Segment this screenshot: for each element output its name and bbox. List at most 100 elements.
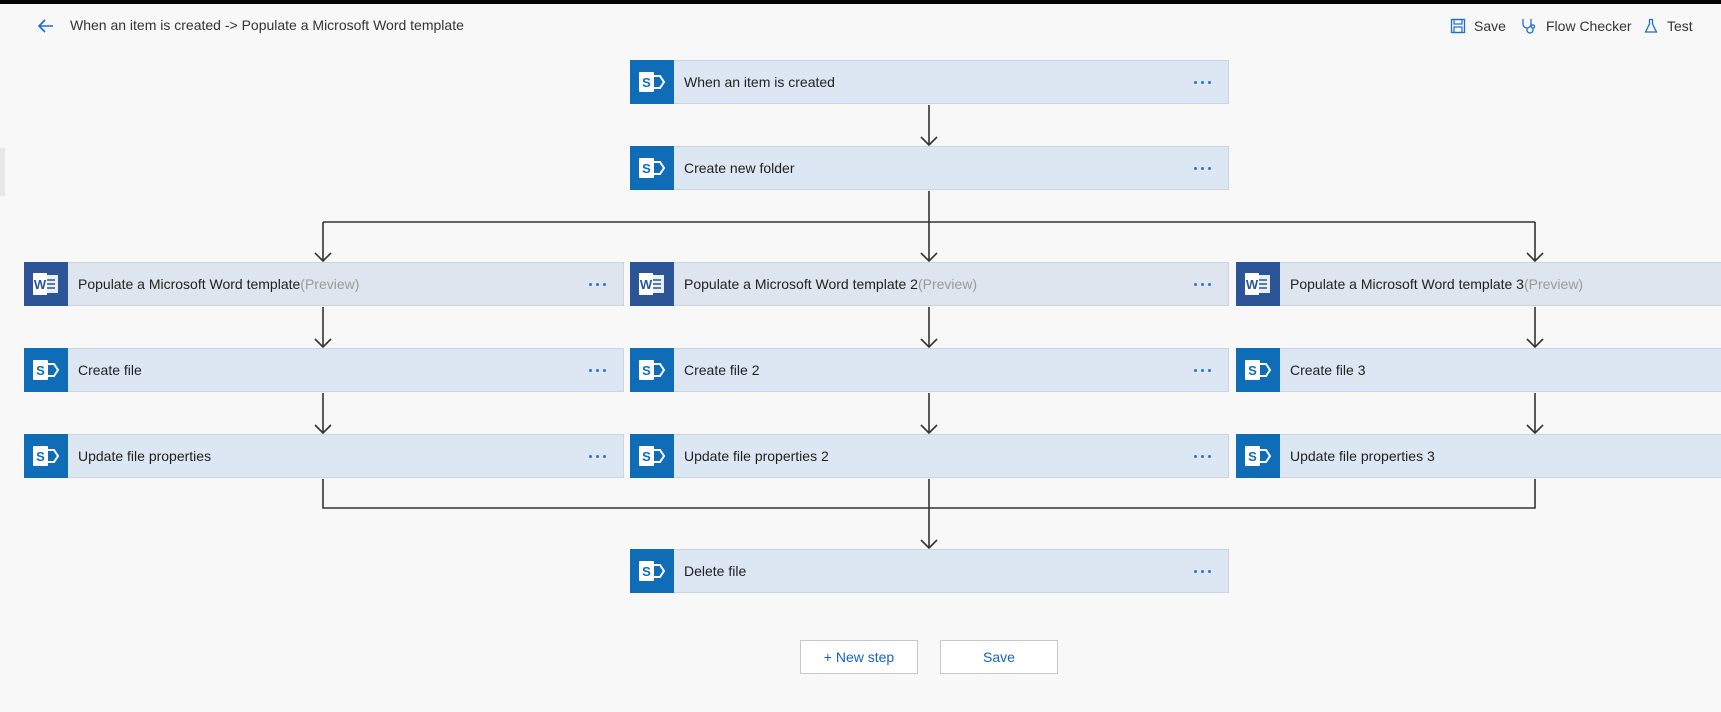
more-options-icon [1193,569,1211,573]
save-icon [1450,18,1466,34]
step-label: Delete file [684,563,747,579]
sharepoint-icon: S [24,347,68,392]
sharepoint-icon: S [630,433,674,478]
preview-tag: (Preview) [300,276,360,292]
flask-icon [1644,18,1658,33]
save-button[interactable]: Save [940,640,1058,674]
more-options-icon [1193,368,1211,372]
more-options-icon [1193,282,1211,286]
flow-title: When an item is created -> Populate a Mi… [70,17,464,33]
svg-text:S: S [642,161,651,176]
svg-text:W: W [640,277,653,292]
save-header-button[interactable]: Save [1450,16,1506,36]
step-update-file-properties-3[interactable]: S Update file properties 3 [1236,433,1721,478]
step-trigger[interactable]: S When an item is created [630,59,1229,104]
sharepoint-icon: S [1236,347,1280,392]
stethoscope-icon [1522,19,1536,34]
svg-text:W: W [1246,277,1259,292]
step-label: Populate a Microsoft Word template(Previ… [78,276,577,292]
arrow-b1-create [314,338,332,349]
new-step-button[interactable]: + New step [800,640,918,674]
arrow-to-delete [920,539,938,550]
arrow-to-branch-3 [1526,252,1544,263]
more-options-icon [1193,454,1211,458]
arrow-b3-update [1526,424,1544,435]
save-header-label: Save [1474,18,1506,34]
arrow-b2-create [920,338,938,349]
flow-header: When an item is created -> Populate a Mi… [0,4,1721,46]
step-create-file-3[interactable]: S Create file 3 [1236,347,1721,392]
step-create-new-folder[interactable]: S Create new folder [630,145,1229,190]
arrow-b3-create [1526,338,1544,349]
sharepoint-icon: S [24,433,68,478]
svg-text:S: S [642,75,651,90]
svg-text:W: W [34,277,47,292]
more-options-icon [588,454,606,458]
step-populate-word-template-2[interactable]: W Populate a Microsoft Word template 2(P… [630,261,1229,306]
back-arrow-icon[interactable] [36,16,56,36]
step-menu-button[interactable] [577,355,617,385]
svg-text:S: S [36,449,45,464]
step-create-file-2[interactable]: S Create file 2 [630,347,1229,392]
step-title: Populate a Microsoft Word template 3 [1290,276,1524,292]
step-menu-button[interactable] [577,269,617,299]
step-menu-button[interactable] [1182,153,1222,183]
step-update-file-properties-1[interactable]: S Update file properties [24,433,624,478]
preview-tag: (Preview) [917,276,978,292]
flow-checker-button[interactable]: Flow Checker [1520,16,1632,36]
sharepoint-icon: S [630,347,674,392]
step-title: Populate a Microsoft Word template 2 [684,276,918,292]
step-menu-button[interactable] [1182,355,1222,385]
step-title: Populate a Microsoft Word template [78,276,301,292]
step-populate-word-template-1[interactable]: W Populate a Microsoft Word template(Pre… [24,261,624,306]
arrow-to-branch-2 [920,252,938,263]
preview-tag: (Preview) [1523,276,1584,292]
more-options-icon [1193,80,1211,84]
step-update-file-properties-2[interactable]: S Update file properties 2 [630,433,1229,478]
step-label: Update file properties 3 [1290,448,1435,464]
sharepoint-icon: S [630,145,674,190]
step-label: Populate a Microsoft Word template 3(Pre… [1290,276,1721,292]
step-menu-button[interactable] [1182,556,1222,586]
step-label: Create file 3 [1290,362,1366,378]
window-top-strip [0,0,1721,4]
test-button[interactable]: Test [1643,16,1693,36]
more-options-icon [588,368,606,372]
svg-text:S: S [1248,449,1257,464]
connector-folder-marker [920,136,938,147]
sharepoint-icon: S [630,548,674,593]
canvas-left-edge [0,148,5,196]
step-menu-button[interactable] [1182,441,1222,471]
svg-text:S: S [36,363,45,378]
svg-text:S: S [642,564,651,579]
step-populate-word-template-3[interactable]: W Populate a Microsoft Word template 3(P… [1236,261,1721,306]
word-icon: W [630,261,674,306]
sharepoint-icon: S [1236,433,1280,478]
step-label: Create file 2 [684,362,760,378]
step-label: Update file properties 2 [684,448,829,464]
step-menu-button[interactable] [1182,67,1222,97]
test-label: Test [1667,18,1693,34]
more-options-icon [588,282,606,286]
step-label: Create new folder [684,160,795,176]
more-options-icon [1193,166,1211,170]
sharepoint-icon: S [630,59,674,104]
svg-text:S: S [1248,363,1257,378]
step-label: When an item is created [684,74,835,90]
step-menu-button[interactable] [1182,269,1222,299]
step-label: Populate a Microsoft Word template 2(Pre… [684,276,1182,292]
arrow-b2-update [920,424,938,435]
step-delete-file[interactable]: S Delete file [630,548,1229,593]
svg-text:S: S [642,449,651,464]
step-create-file-1[interactable]: S Create file [24,347,624,392]
arrow-to-branch-1 [314,252,332,263]
step-label: Create file [78,362,142,378]
word-icon: W [24,261,68,306]
word-icon: W [1236,261,1280,306]
step-label: Update file properties [78,448,212,464]
flow-checker-label: Flow Checker [1546,18,1632,34]
step-menu-button[interactable] [577,441,617,471]
arrow-b1-update [314,424,332,435]
svg-text:S: S [642,363,651,378]
